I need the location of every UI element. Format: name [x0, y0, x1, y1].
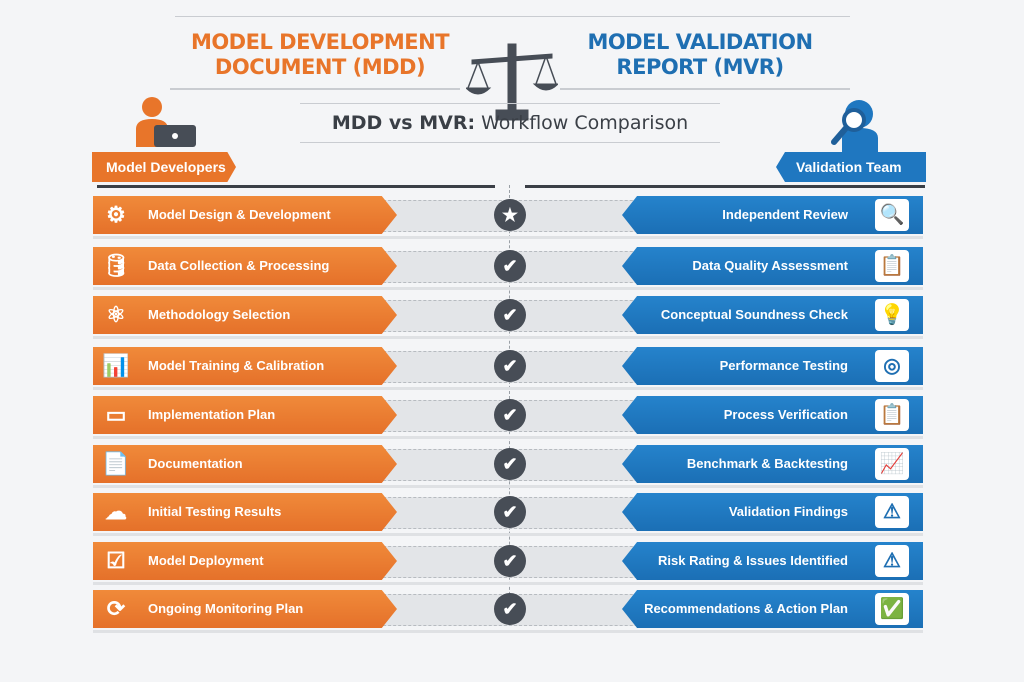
mdd-step-label: Methodology Selection [148, 307, 291, 322]
mvr-step-label: Recommendations & Action Plan [644, 601, 848, 616]
check-icon: ✔ [494, 496, 526, 528]
mvr-title: MODEL VALIDATION REPORT (MVR) [587, 30, 813, 79]
row-shadow [93, 236, 923, 239]
mdd-step-label: Data Collection & Processing [148, 258, 330, 273]
workflow-row: 🛢 Data Collection & Processing ✔ Data Qu… [93, 247, 923, 290]
workflow-row: ⚙ Model Design & Development ★ Independe… [93, 196, 923, 239]
database-icon: 🛢 [102, 253, 130, 278]
subtitle-divider-top [300, 103, 720, 104]
mvr-step: Risk Rating & Issues Identified ⚠ [622, 542, 923, 580]
check-icon: ✔ [494, 350, 526, 382]
star-icon: ★ [494, 199, 526, 231]
mdd-title: MODEL DEVELOPMENT DOCUMENT (MDD) [190, 30, 450, 79]
cloud-check-icon: ☁ [105, 499, 127, 524]
scales-icon [466, 43, 558, 121]
workflow-row: ⟳ Ongoing Monitoring Plan ✔ Recommendati… [93, 590, 923, 633]
clipboard-check-icon: ✅ [875, 593, 909, 625]
check-icon: ✔ [494, 448, 526, 480]
right-separator [525, 185, 925, 188]
row-shadow [93, 436, 923, 439]
workflow-row: ☑ Model Deployment ✔ Risk Rating & Issue… [93, 542, 923, 585]
check-icon: ✔ [494, 299, 526, 331]
mvr-step-label: Data Quality Assessment [692, 258, 848, 273]
row-shadow [93, 336, 923, 339]
document-icon: 📄 [102, 451, 130, 476]
workflow-row: ☁ Initial Testing Results ✔ Validation F… [93, 493, 923, 536]
mvr-step: Recommendations & Action Plan ✅ [622, 590, 923, 628]
mdd-step: 📄 Documentation [93, 445, 397, 483]
mvr-step-label: Process Verification [723, 407, 848, 422]
row-shadow [93, 630, 923, 633]
check-icon: ✔ [494, 250, 526, 282]
workflow-row: ⚛ Methodology Selection ✔ Conceptual Sou… [93, 296, 923, 339]
subtitle-divider-bottom [300, 142, 720, 143]
mvr-step-label: Independent Review [722, 207, 848, 222]
mvr-step: Performance Testing ◎ [622, 347, 923, 385]
refresh-icon: ⟳ [106, 596, 126, 621]
bar-chart-icon: 📊 [102, 353, 130, 378]
mdd-step-label: Model Deployment [148, 553, 264, 568]
mvr-step: Validation Findings ⚠ [622, 493, 923, 531]
mdd-step-label: Documentation [148, 456, 243, 471]
workflow-row: ▭ Implementation Plan ✔ Process Verifica… [93, 396, 923, 439]
mdd-step-label: Initial Testing Results [148, 504, 282, 519]
workflow-row: 📊 Model Training & Calibration ✔ Perform… [93, 347, 923, 390]
mvr-step-label: Conceptual Soundness Check [660, 307, 848, 322]
row-shadow [93, 387, 923, 390]
mvr-step: Conceptual Soundness Check 💡 [622, 296, 923, 334]
mvr-step: Process Verification 📋 [622, 396, 923, 434]
mdd-step: ☁ Initial Testing Results [93, 493, 397, 531]
lightbulb-icon: 💡 [875, 299, 909, 331]
mdd-step: ⚛ Methodology Selection [93, 296, 397, 334]
row-shadow [93, 485, 923, 488]
top-divider [175, 16, 850, 17]
model-developers-tag: Model Developers [92, 152, 236, 182]
validation-team-tag: Validation Team [776, 152, 926, 182]
mvr-step: Benchmark & Backtesting 📈 [622, 445, 923, 483]
validator-magnifier-icon [831, 100, 878, 152]
warning-icon: ⚠ [875, 545, 909, 577]
target-icon: ◎ [875, 350, 909, 382]
code-window-icon: ▭ [105, 402, 127, 427]
row-shadow [93, 582, 923, 585]
mdd-step-label: Model Design & Development [148, 207, 331, 222]
clipboard-check-icon: 📋 [875, 250, 909, 282]
gears-icon: ⚙ [106, 202, 126, 227]
developer-laptop-icon [136, 97, 196, 147]
row-shadow [93, 287, 923, 290]
mvr-step-label: Performance Testing [719, 358, 848, 373]
row-shadow [93, 533, 923, 536]
mvr-step: Data Quality Assessment 📋 [622, 247, 923, 285]
mdd-step: ⚙ Model Design & Development [93, 196, 397, 234]
mvr-step-label: Validation Findings [728, 504, 848, 519]
mdd-step: 📊 Model Training & Calibration [93, 347, 397, 385]
check-icon: ✔ [494, 545, 526, 577]
mdd-step: 🛢 Data Collection & Processing [93, 247, 397, 285]
page-subtitle: MDD vs MVR: Workflow Comparison [331, 112, 689, 134]
mvr-step-label: Risk Rating & Issues Identified [658, 553, 848, 568]
line-chart-icon: 📈 [875, 448, 909, 480]
mvr-step: Independent Review 🔍 [622, 196, 923, 234]
check-icon: ✔ [494, 399, 526, 431]
clipboard-alert-icon: ⚠ [875, 496, 909, 528]
mvr-step-label: Benchmark & Backtesting [686, 456, 848, 471]
magnifier-icon: 🔍 [875, 199, 909, 231]
check-icon: ✔ [494, 593, 526, 625]
title-divider-left [170, 88, 460, 90]
mdd-step: ☑ Model Deployment [93, 542, 397, 580]
window-check-icon: ☑ [106, 548, 126, 573]
mdd-step: ▭ Implementation Plan [93, 396, 397, 434]
mdd-step: ⟳ Ongoing Monitoring Plan [93, 590, 397, 628]
mdd-step-label: Ongoing Monitoring Plan [148, 601, 304, 616]
left-separator [97, 185, 495, 188]
atom-icon: ⚛ [106, 302, 126, 327]
workflow-row: 📄 Documentation ✔ Benchmark & Backtestin… [93, 445, 923, 488]
mdd-step-label: Model Training & Calibration [148, 358, 325, 373]
clipboard-icon: 📋 [875, 399, 909, 431]
mdd-step-label: Implementation Plan [148, 407, 276, 422]
title-divider-right [560, 88, 850, 90]
